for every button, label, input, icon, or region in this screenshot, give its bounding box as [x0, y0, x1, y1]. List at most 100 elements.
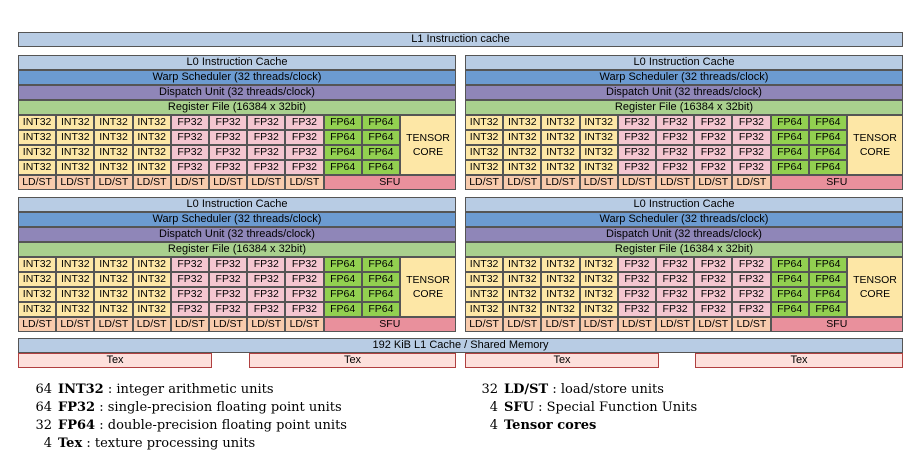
partition-1-fp32-unit: FP32: [247, 115, 286, 130]
legend-count: 64: [35, 382, 52, 397]
partition-2-fp32-unit: FP32: [656, 145, 695, 160]
partition-4-ldst-unit: LD/ST: [617, 317, 656, 332]
partition-1-int32-unit: INT32: [94, 115, 133, 130]
partition-1-fp32-unit: FP32: [170, 160, 209, 175]
partition-1-int32-unit: INT32: [56, 130, 95, 145]
partition-1-int32-unit: INT32: [56, 145, 95, 160]
partition-2-fp32-unit: FP32: [617, 145, 656, 160]
partition-4-fp64-unit: FP64: [770, 257, 809, 272]
tex-unit-3: Tex: [465, 353, 659, 368]
legend-count: 32: [481, 382, 498, 397]
partition-4-sfu: SFU: [770, 317, 903, 332]
partition-3-fp32-unit: FP32: [209, 257, 248, 272]
partition-3-fp64-unit: FP64: [361, 287, 400, 302]
legend-count: 4: [489, 418, 498, 433]
partition-3-fp32-unit: FP32: [170, 257, 209, 272]
partition-1-fp64-unit: FP64: [361, 130, 400, 145]
partition-2-fp32-unit: FP32: [694, 145, 733, 160]
partition-1-fp64-unit: FP64: [361, 145, 400, 160]
partition-1-fp32-unit: FP32: [285, 130, 324, 145]
partition-4-int32-unit: INT32: [465, 287, 504, 302]
partition-1-fp32-unit: FP32: [285, 115, 324, 130]
partition-3-sfu: SFU: [323, 317, 456, 332]
partition-4-int32-unit: INT32: [503, 302, 542, 317]
partition-1-fp64-unit: FP64: [323, 130, 362, 145]
partition-1-register-file: Register File (16384 x 32bit): [18, 100, 456, 115]
partition-2-dispatch-unit: Dispatch Unit (32 threads/clock): [465, 85, 903, 100]
partition-1-ldst-unit: LD/ST: [209, 175, 248, 190]
partition-3-fp64-unit: FP64: [323, 257, 362, 272]
partition-4-ldst-unit: LD/ST: [465, 317, 504, 332]
partition-2-ldst-unit: LD/ST: [579, 175, 618, 190]
partition-3-fp64-unit: FP64: [361, 302, 400, 317]
partition-2-fp64-unit: FP64: [808, 160, 847, 175]
partition-2-fp32-unit: FP32: [656, 115, 695, 130]
partition-3-int32-unit: INT32: [132, 287, 171, 302]
partition-2-warp-scheduler: Warp Scheduler (32 threads/clock): [465, 70, 903, 85]
legend-separator: :: [103, 382, 117, 397]
partition-3-int32-unit: INT32: [18, 287, 57, 302]
partition-2-fp32-unit: FP32: [732, 115, 771, 130]
partition-4-l0-instruction-cache: L0 Instruction Cache: [465, 197, 903, 212]
partition-1-ldst-unit: LD/ST: [285, 175, 324, 190]
legend-separator: :: [95, 418, 108, 433]
partition-3-fp32-unit: FP32: [247, 257, 286, 272]
partition-4-tensor-core: TENSOR CORE: [847, 257, 903, 317]
partition-1-fp32-unit: FP32: [285, 145, 324, 160]
partition-3-fp32-unit: FP32: [209, 287, 248, 302]
partition-3-fp64-unit: FP64: [361, 272, 400, 287]
legend-term: INT32: [58, 382, 104, 397]
partition-4-ldst-unit: LD/ST: [732, 317, 771, 332]
partition-1-ldst-unit: LD/ST: [56, 175, 95, 190]
partition-4-fp32-unit: FP32: [617, 257, 656, 272]
partition-3-ldst-unit: LD/ST: [94, 317, 133, 332]
partition-2-int32-unit: INT32: [579, 130, 618, 145]
partition-3-fp32-unit: FP32: [285, 287, 324, 302]
partition-2-int32-unit: INT32: [465, 160, 504, 175]
partition-1-fp32-unit: FP32: [247, 130, 286, 145]
partition-3-fp64-unit: FP64: [323, 287, 362, 302]
partition-3-register-file: Register File (16384 x 32bit): [18, 242, 456, 257]
partition-3-int32-unit: INT32: [18, 257, 57, 272]
partition-2-int32-unit: INT32: [579, 145, 618, 160]
legend-term: LD/ST: [504, 382, 549, 397]
partition-1-fp64-unit: FP64: [361, 115, 400, 130]
partition-2-fp32-unit: FP32: [617, 160, 656, 175]
partition-1-fp32-unit: FP32: [209, 130, 248, 145]
legend-item: 4 Tensor cores: [476, 417, 597, 435]
partition-1-ldst-unit: LD/ST: [94, 175, 133, 190]
partition-3-fp32-unit: FP32: [285, 302, 324, 317]
partition-2-int32-unit: INT32: [503, 160, 542, 175]
partition-4-fp32-unit: FP32: [732, 287, 771, 302]
partition-2-fp32-unit: FP32: [617, 130, 656, 145]
partition-1-fp32-unit: FP32: [209, 115, 248, 130]
partition-3-ldst-unit: LD/ST: [209, 317, 248, 332]
partition-4-fp64-unit: FP64: [808, 257, 847, 272]
legend-description: Special Function Units: [546, 400, 698, 415]
partition-1-int32-unit: INT32: [132, 130, 171, 145]
partition-3-int32-unit: INT32: [56, 302, 95, 317]
legend-term: FP64: [58, 418, 96, 433]
partition-3-int32-unit: INT32: [18, 272, 57, 287]
partition-4-int32-unit: INT32: [465, 302, 504, 317]
partition-2-int32-unit: INT32: [503, 130, 542, 145]
partition-2-int32-unit: INT32: [541, 115, 580, 130]
partition-2-fp32-unit: FP32: [617, 115, 656, 130]
partition-1-ldst-unit: LD/ST: [170, 175, 209, 190]
partition-3-int32-unit: INT32: [132, 302, 171, 317]
partition-2-tensor-core: TENSOR CORE: [847, 115, 903, 175]
partition-2-fp32-unit: FP32: [694, 130, 733, 145]
legend-term: Tensor cores: [504, 418, 597, 433]
partition-3-int32-unit: INT32: [94, 287, 133, 302]
partition-2-l0-instruction-cache: L0 Instruction Cache: [465, 55, 903, 70]
partition-2-fp64-unit: FP64: [808, 145, 847, 160]
partition-4-fp32-unit: FP32: [732, 302, 771, 317]
partition-2-fp64-unit: FP64: [770, 130, 809, 145]
partition-1-fp64-unit: FP64: [323, 160, 362, 175]
partition-4-int32-unit: INT32: [503, 257, 542, 272]
partition-4-fp64-unit: FP64: [770, 287, 809, 302]
partition-4-fp32-unit: FP32: [617, 287, 656, 302]
partition-3-ldst-unit: LD/ST: [247, 317, 286, 332]
